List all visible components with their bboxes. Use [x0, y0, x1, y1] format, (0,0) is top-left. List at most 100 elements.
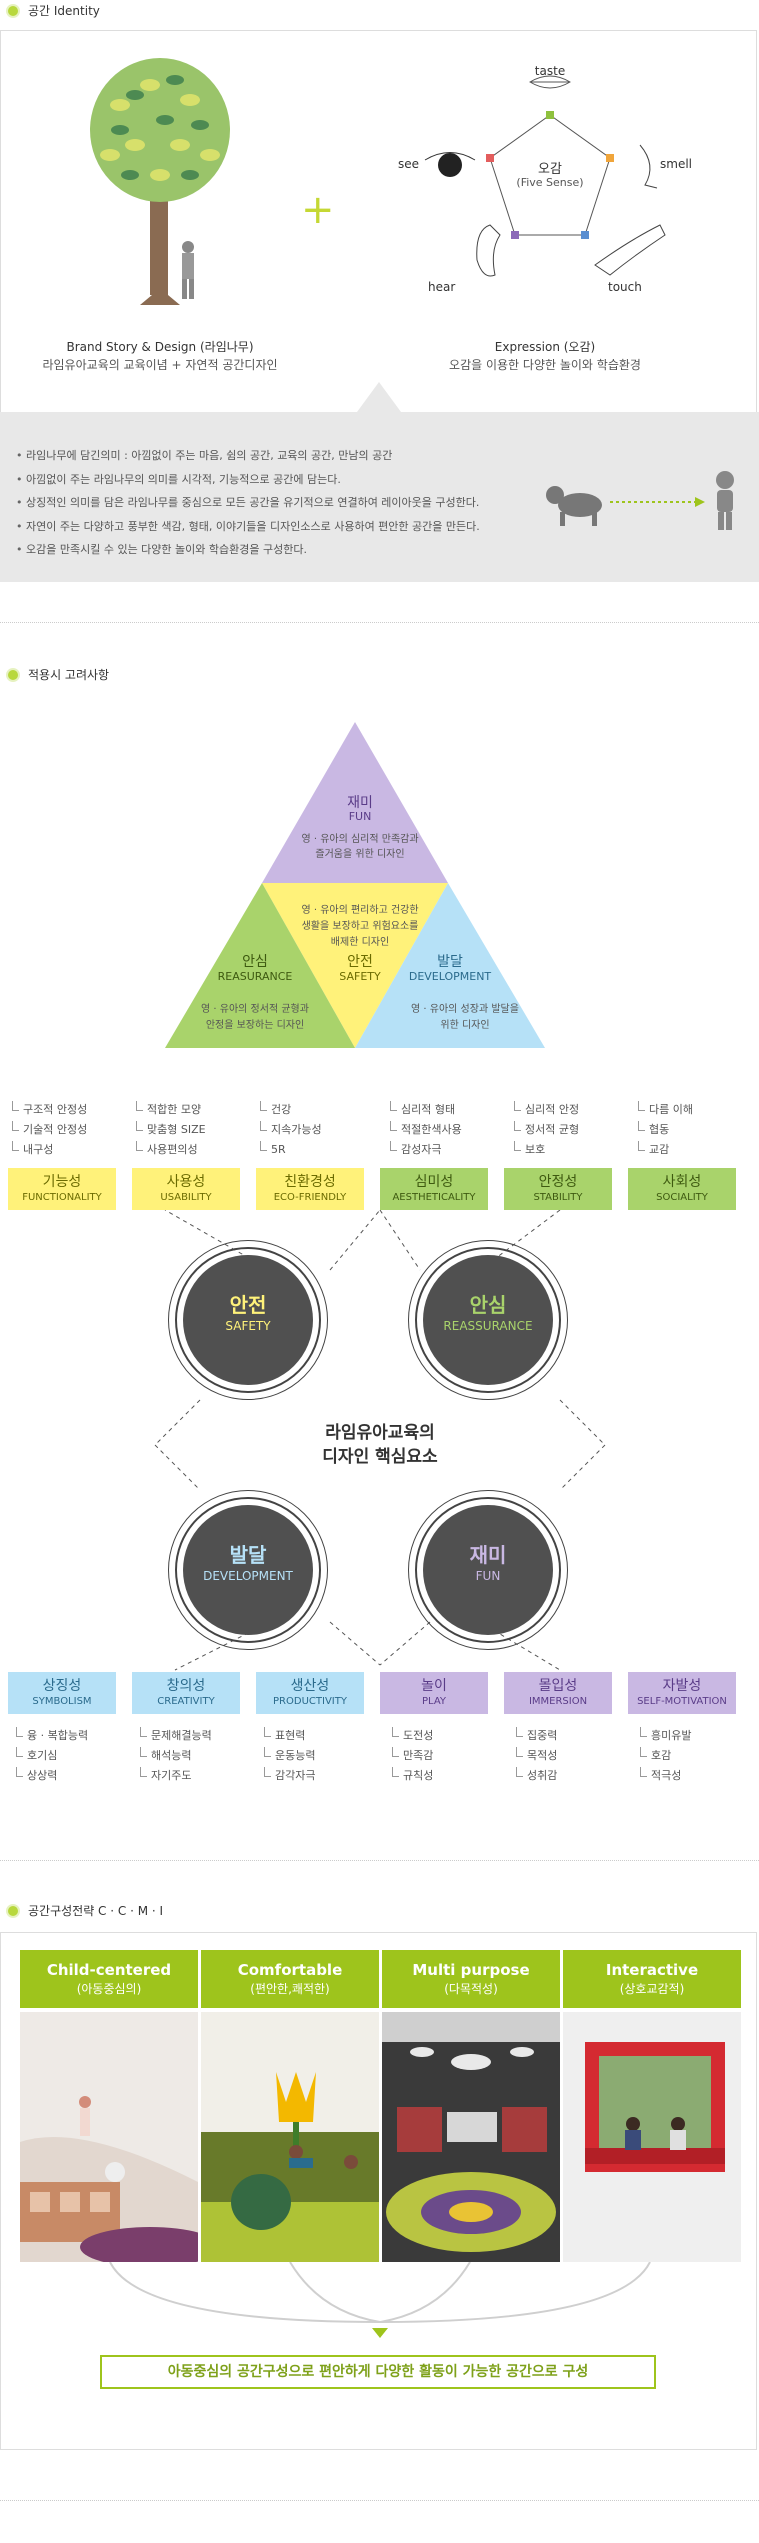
- circle-subtitle: DEVELOPMENT: [203, 1569, 293, 1583]
- keyword: 보호: [514, 1140, 579, 1160]
- strategy-title: Child-centered: [46, 1961, 172, 1979]
- keyword: 융 · 복합능력: [16, 1726, 88, 1746]
- keyword: 지속가능성: [260, 1120, 322, 1140]
- fun-title: 재미: [347, 795, 373, 811]
- self-motivation-keyword-list: 흥미유발 호감 적극성: [640, 1726, 691, 1786]
- pointer-arrow: [357, 382, 401, 412]
- child-centered-photo: [20, 2012, 198, 2262]
- keyword: 적절한색사용: [390, 1120, 462, 1140]
- keyword: 호기심: [16, 1746, 88, 1766]
- keyword: 협동: [638, 1120, 693, 1140]
- keyword: 맞춤형 SIZE: [136, 1120, 206, 1140]
- keyword: 다름 이해: [638, 1100, 693, 1120]
- reassurance-title: 안심: [242, 954, 268, 970]
- section-title-text: 적용시 고려사항: [28, 668, 110, 682]
- five-sense-subtitle: (Five Sense): [516, 176, 584, 189]
- strategy-title: Comfortable: [237, 1961, 343, 1979]
- converging-curves: [109, 2262, 651, 2338]
- safety-title: 안전: [347, 954, 373, 970]
- keyword: 감성자극: [390, 1140, 462, 1160]
- box-subtitle: USABILITY: [160, 1192, 212, 1203]
- bullet-item: 아낌없이 주는 라임나무의 의미를 시각적, 기능적으로 공간에 담는다.: [16, 468, 480, 492]
- functionality-keyword-list: 구조적 안정성 기술적 안정성 내구성: [12, 1100, 87, 1160]
- symbolism-keyword-list: 융 · 복합능력 호기심 상상력: [16, 1726, 88, 1786]
- keyword: 심리적 형태: [390, 1100, 462, 1120]
- box-subtitle: SOCIALITY: [656, 1192, 708, 1203]
- development-desc-2: 위한 디자인: [440, 1020, 490, 1031]
- fun-desc-2: 즐거움을 위한 디자인: [315, 849, 405, 860]
- play-keyword-list: 도전성 만족감 규칙성: [392, 1726, 433, 1786]
- section-title-text: 공간 Identity: [28, 4, 100, 18]
- circle-core: 발달 DEVELOPMENT: [183, 1505, 313, 1635]
- core-elements-title-1: 라임유아교육의: [325, 1423, 435, 1443]
- circle-ring: [415, 1247, 561, 1393]
- multi-purpose-header: Multi purpose(다목적성): [382, 1950, 560, 2008]
- circle-core: 재미 FUN: [423, 1505, 553, 1635]
- strategy-subtitle: (편안한,쾌적한): [250, 1982, 330, 1996]
- keyword: 집중력: [516, 1726, 557, 1746]
- circle-title: 재미: [469, 1543, 507, 1567]
- eco-friendly-box: 친환경성 ECO-FRIENDLY: [256, 1168, 364, 1210]
- section-divider: [0, 1860, 759, 1861]
- lime-tree-illustration: [90, 58, 230, 305]
- box-title: 친환경성: [284, 1174, 336, 1190]
- development-circle: 발달 DEVELOPMENT: [168, 1490, 328, 1650]
- see-label: see: [398, 157, 420, 171]
- fun-subtitle: FUN: [348, 810, 372, 823]
- box-title: 몰입성: [538, 1678, 578, 1694]
- box-subtitle: FUNCTIONALITY: [22, 1192, 102, 1203]
- circle-title: 안심: [469, 1293, 507, 1317]
- section-title-strategy: 공간구성전략 C · C · M · I: [6, 1902, 163, 1919]
- safety-subtitle: SAFETY: [339, 970, 381, 983]
- box-subtitle: AESTHETICALITY: [392, 1192, 476, 1203]
- section-divider: [0, 2500, 759, 2501]
- productivity-keyword-list: 표현력 운동능력 감각자극: [264, 1726, 315, 1786]
- comfortable-photo: [201, 2012, 379, 2262]
- keyword: 사용편의성: [136, 1140, 206, 1160]
- circle-ring: [175, 1247, 321, 1393]
- brand-title: Brand Story & Design (라임나무): [66, 340, 254, 354]
- development-desc-1: 영 · 유아의 성장과 발달을: [411, 1004, 519, 1015]
- circle-subtitle: REASSURANCE: [443, 1319, 533, 1333]
- box-title: 기능성: [42, 1174, 82, 1190]
- expression-title: Expression (오감): [494, 340, 596, 354]
- box-subtitle: PRODUCTIVITY: [273, 1696, 347, 1707]
- circle-title: 발달: [229, 1543, 267, 1567]
- comfortable-header: Comfortable (편안한,쾌적한): [201, 1950, 379, 2008]
- expression-subtitle: 오감을 이용한 다양한 놀이와 학습환경: [449, 358, 641, 372]
- keyword: 상상력: [16, 1766, 88, 1786]
- keyword: 문제해결능력: [140, 1726, 212, 1746]
- keyword: 적합한 모양: [136, 1100, 206, 1120]
- keyword: 규칙성: [392, 1766, 433, 1786]
- safety-desc-2: 생활을 보장하고 위험요소를: [301, 921, 419, 932]
- keyword: 구조적 안정성: [12, 1100, 87, 1120]
- five-sense-title: 오감: [538, 162, 562, 177]
- circle-subtitle: SAFETY: [225, 1319, 271, 1333]
- core-elements-title-2: 디자인 핵심요소: [322, 1447, 438, 1467]
- section-title-considerations: 적용시 고려사항: [6, 666, 109, 683]
- aestheticality-box: 심미성 AESTHETICALITY: [380, 1168, 488, 1210]
- box-title: 사회성: [662, 1174, 702, 1190]
- fun-desc-1: 영 · 유아의 심리적 만족감과: [301, 834, 419, 845]
- aesthetic-keyword-list: 심리적 형태 적절한색사용 감성자극: [390, 1100, 462, 1160]
- plus-sign: +: [301, 187, 335, 233]
- keyword: 표현력: [264, 1726, 315, 1746]
- box-title: 심미성: [414, 1174, 454, 1190]
- box-title: 상징성: [42, 1678, 82, 1694]
- safety-desc-3: 배제한 디자인: [330, 937, 390, 948]
- hear-label: hear: [428, 280, 456, 294]
- crawl-to-walk-illustration: [546, 471, 734, 530]
- box-subtitle: ECO-FRIENDLY: [273, 1192, 347, 1203]
- circle-title: 안전: [229, 1293, 267, 1317]
- safety-circle: 안전 SAFETY: [168, 1240, 328, 1400]
- circle-core: 안심 REASSURANCE: [423, 1255, 553, 1385]
- box-title: 놀이: [421, 1678, 447, 1694]
- usability-keyword-list: 적합한 모양 맞춤형 SIZE 사용편의성: [136, 1100, 206, 1160]
- reassurance-circle: 안심 REASSURANCE: [408, 1240, 568, 1400]
